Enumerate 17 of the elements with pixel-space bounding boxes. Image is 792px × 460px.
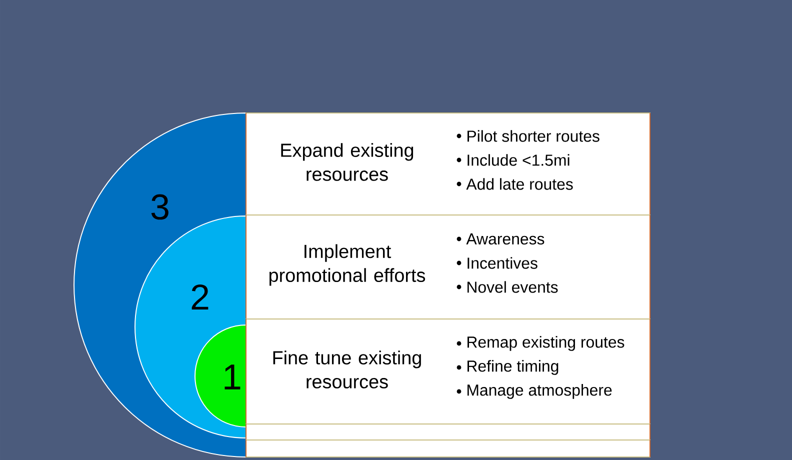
- row-box: [246, 423, 650, 440]
- bullet-item: Refine timing: [468, 360, 558, 375]
- bullet-item: Pilot shorter routes: [468, 130, 600, 142]
- row-box: [246, 112, 650, 216]
- row-heading: Expand existing resources: [281, 143, 414, 181]
- bullet-item: Remap existing routes: [468, 336, 624, 351]
- bullet-item: Manage atmosphere: [468, 384, 612, 399]
- bullet-item: Novel events: [468, 281, 558, 293]
- row-heading: Implement promotional efforts: [269, 244, 426, 286]
- bullet-item: Incentives: [468, 257, 538, 269]
- bullet-item: Awareness: [466, 233, 544, 245]
- bullet-item: Add late routes: [466, 178, 573, 190]
- row-box: [246, 439, 650, 458]
- row-box: [246, 214, 650, 320]
- bullet-item: Include <1.5mi: [468, 154, 570, 166]
- row-heading: Fine tune existing resources: [273, 350, 421, 388]
- semicircle: 1: [194, 324, 246, 428]
